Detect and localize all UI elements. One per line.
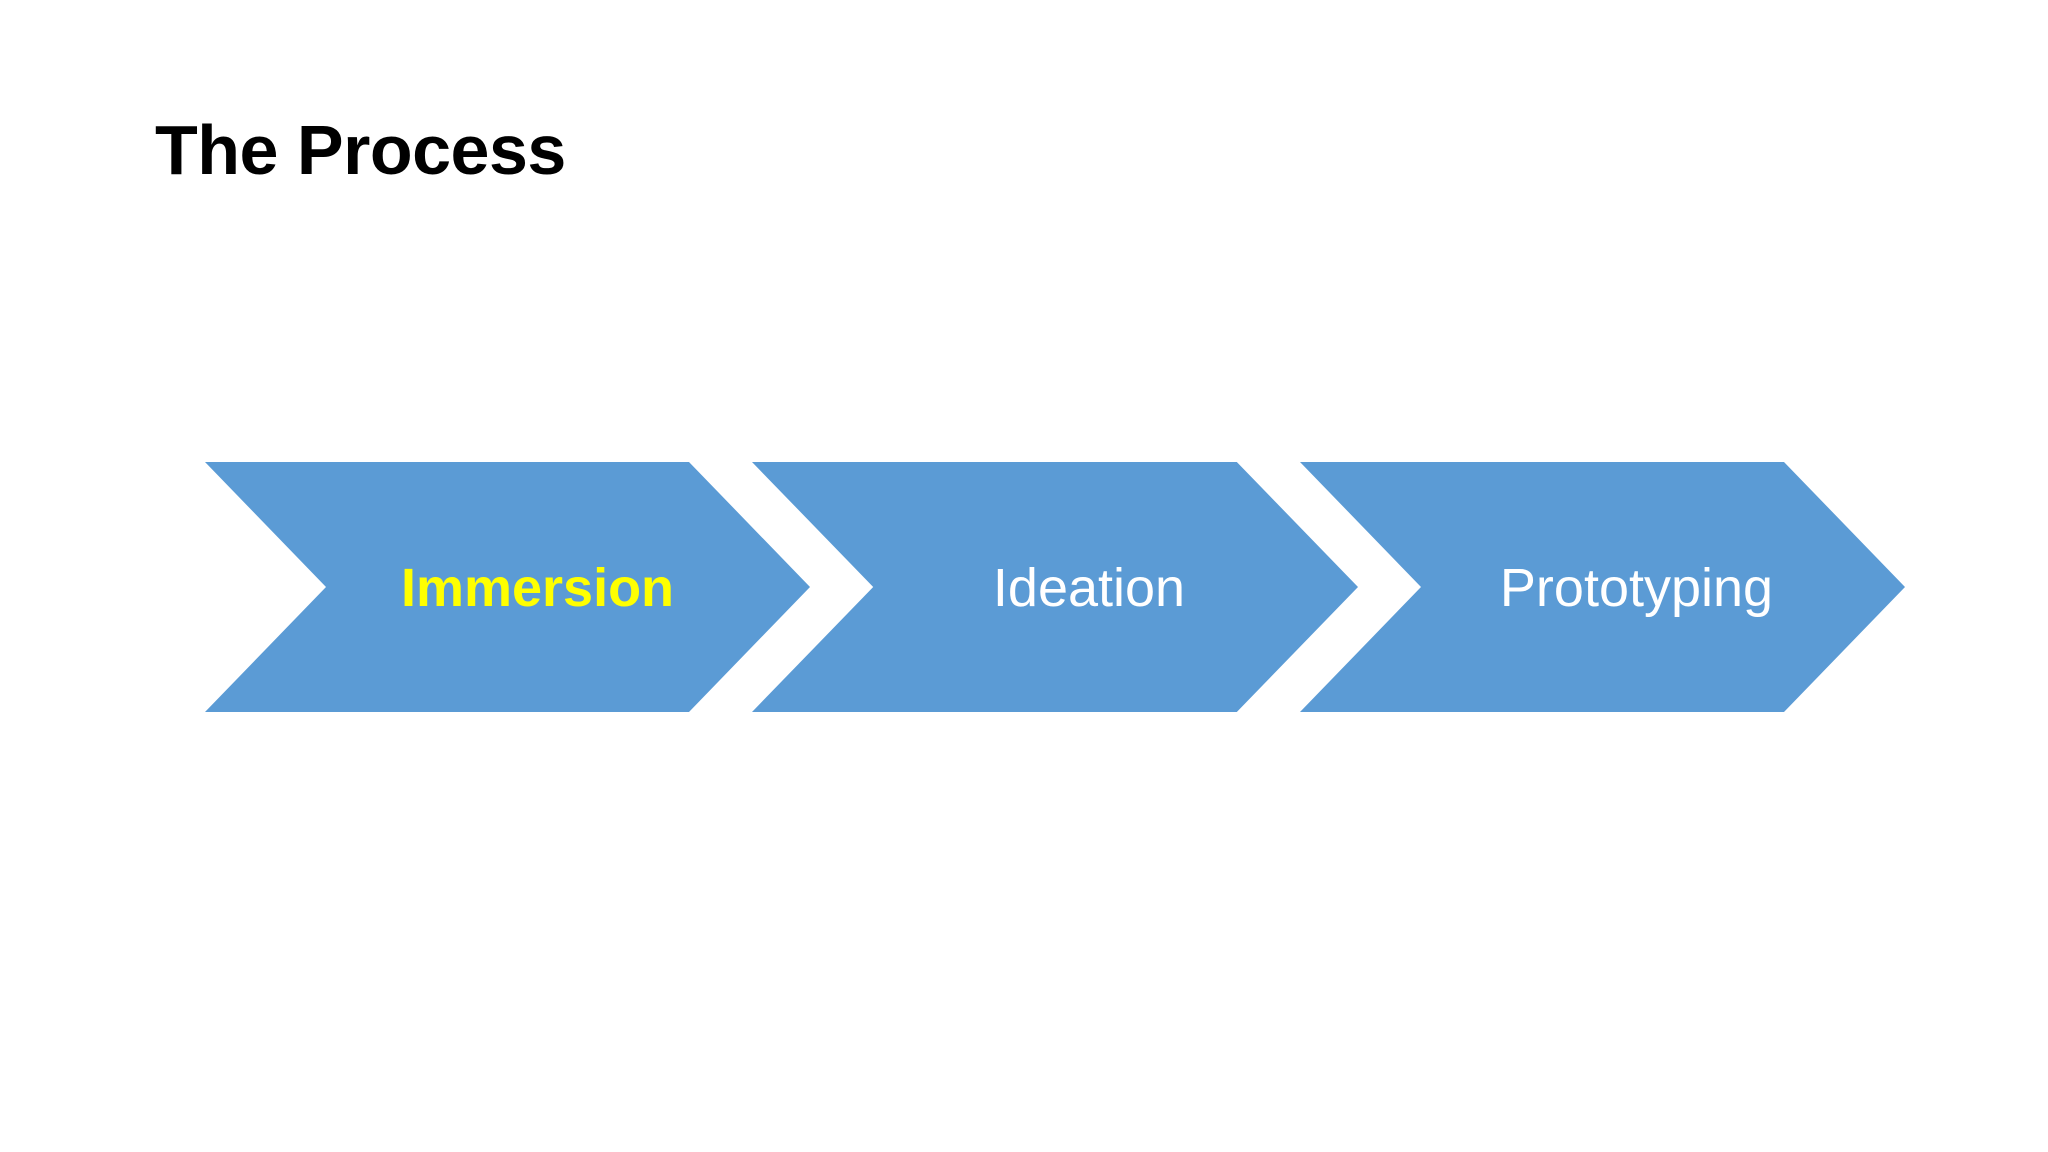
process-step-prototyping[interactable]: Prototyping [1300,462,1905,712]
process-step-ideation[interactable]: Ideation [752,462,1358,712]
process-step-label: Ideation [992,558,1186,618]
process-chevron-diagram: Immersion Ideation Prototyping [0,455,2048,725]
page-title: The Process [155,111,566,189]
process-step-immersion[interactable]: Immersion [205,462,810,712]
process-step-label: Prototyping [1499,558,1774,618]
process-step-label: Immersion [400,558,675,618]
